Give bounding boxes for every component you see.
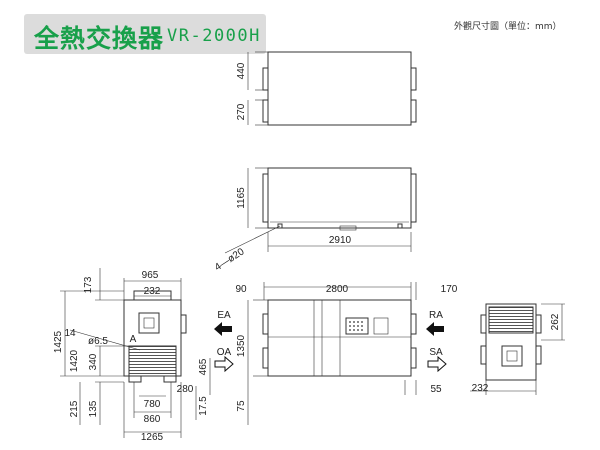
- unit-note: 外觀尺寸圖（單位：mm）: [454, 22, 562, 32]
- dim-front-340: 340: [88, 353, 99, 370]
- dim-side-90: 90: [235, 284, 247, 295]
- end-view-duct: [501, 345, 523, 367]
- dim-front-1420: 1420: [69, 349, 80, 372]
- sa-arrow: [427, 355, 447, 373]
- top-view-duct-right-upper: [410, 67, 417, 91]
- dim-plan-2910: 2910: [329, 235, 352, 246]
- dim-plan-1165: 1165: [236, 187, 247, 209]
- side-view: [247, 282, 417, 425]
- front-view: [60, 268, 211, 438]
- dim-front-215: 215: [69, 400, 80, 417]
- side-view-control-box: [345, 317, 369, 335]
- dim-top-270: 270: [236, 103, 247, 120]
- model-number: VR-2000H: [167, 26, 261, 46]
- control-panel-dots: [349, 321, 363, 331]
- label-sa: SA: [429, 347, 443, 358]
- dim-end-262: 262: [550, 313, 561, 330]
- dim-front-1425: 1425: [53, 330, 64, 353]
- airflow-arrows: [214, 322, 447, 373]
- dim-front-232: 232: [144, 286, 161, 297]
- dim-side-55: 55: [430, 384, 442, 395]
- top-view-duct-right-lower: [410, 99, 417, 123]
- label-oa: OA: [217, 347, 232, 358]
- front-view-grille: [128, 345, 177, 377]
- plan-view: [224, 167, 417, 254]
- end-view: [470, 303, 565, 395]
- front-panel-label: A: [130, 334, 137, 345]
- side-view-duct-right-upper: [410, 313, 417, 335]
- plan-view-duct-right: [410, 173, 417, 223]
- dim-side-2800: 2800: [326, 284, 349, 295]
- label-ra: RA: [429, 310, 443, 321]
- end-view-body: [485, 303, 537, 381]
- oa-arrow: [214, 355, 234, 373]
- dim-front-780: 780: [144, 399, 161, 410]
- dim-front-173: 173: [83, 276, 94, 293]
- front-view-top-collar: [133, 290, 172, 301]
- end-view-grille: [488, 306, 534, 334]
- front-view-upper-duct: [138, 312, 160, 334]
- dim-hanger: 4—ø20: [213, 246, 247, 273]
- title-band: [24, 14, 266, 54]
- dim-side-75: 75: [236, 400, 247, 412]
- top-view-duct-left-lower: [262, 99, 269, 123]
- dim-side-170: 170: [441, 284, 458, 295]
- side-view-duct-left-upper: [262, 313, 269, 335]
- top-view-duct-left-upper: [262, 67, 269, 91]
- plan-view-body: [267, 167, 412, 229]
- dim-top-440: 440: [236, 62, 247, 79]
- plan-view-duct-left: [262, 173, 269, 223]
- dim-front-14: 14: [64, 328, 76, 339]
- side-view-duct-right-lower: [410, 347, 417, 369]
- side-view-duct-left-lower: [262, 347, 269, 369]
- product-title: 全熱交換器: [34, 24, 165, 53]
- top-view: [247, 51, 417, 126]
- dim-side-1350: 1350: [236, 334, 247, 357]
- dim-front-860: 860: [144, 414, 161, 425]
- dim-front-17-5: 17.5: [198, 396, 209, 416]
- plan-hanger-2: [397, 223, 403, 229]
- label-ea: EA: [217, 310, 231, 321]
- top-view-body: [267, 51, 412, 126]
- ra-arrow: [426, 322, 444, 336]
- dim-end-232: 232: [472, 383, 489, 394]
- dim-front-135: 135: [88, 400, 99, 417]
- dim-front-280: 280: [177, 384, 194, 395]
- dim-front-1265: 1265: [141, 432, 164, 443]
- dim-front-965: 965: [142, 270, 159, 281]
- ea-arrow: [214, 322, 232, 336]
- dim-front-hole: ø6.5: [88, 336, 108, 347]
- dim-front-465: 465: [198, 358, 209, 375]
- side-view-body: [267, 299, 412, 377]
- front-view-side-duct: [180, 314, 187, 334]
- plan-hanger-1: [277, 223, 283, 229]
